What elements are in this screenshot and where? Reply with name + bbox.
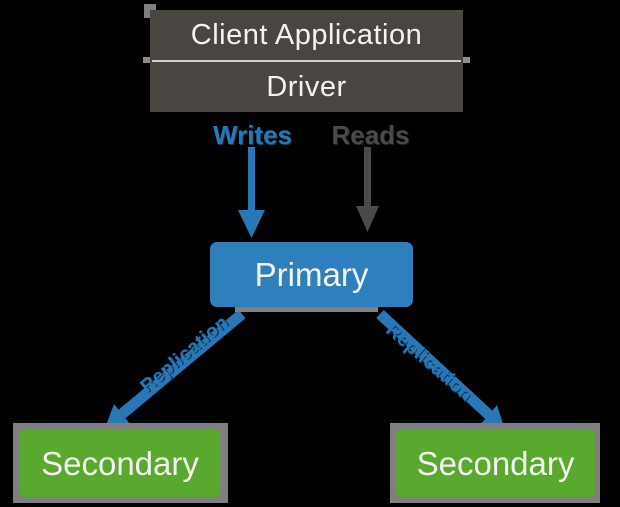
replication-arrow-left — [105, 309, 246, 428]
client-application-box: Client Application Driver — [150, 10, 463, 112]
client-application-label: Client Application — [190, 18, 423, 51]
secondary-node-right: Secondary — [396, 430, 595, 497]
primary-label: Primary — [254, 255, 369, 293]
secondary-left-label: Secondary — [41, 444, 199, 482]
secondary-node-left: Secondary — [20, 430, 220, 497]
reads-arrow — [356, 147, 379, 232]
writes-arrow — [238, 147, 265, 238]
divider-right-nub — [461, 57, 470, 63]
reads-label: Reads — [331, 120, 410, 150]
divider-left-nub — [143, 57, 152, 63]
client-box-divider — [152, 60, 461, 62]
primary-node: Primary — [210, 242, 413, 307]
writes-label: Writes — [213, 120, 292, 150]
secondary-right-label: Secondary — [416, 444, 575, 482]
driver-label: Driver — [266, 70, 347, 103]
